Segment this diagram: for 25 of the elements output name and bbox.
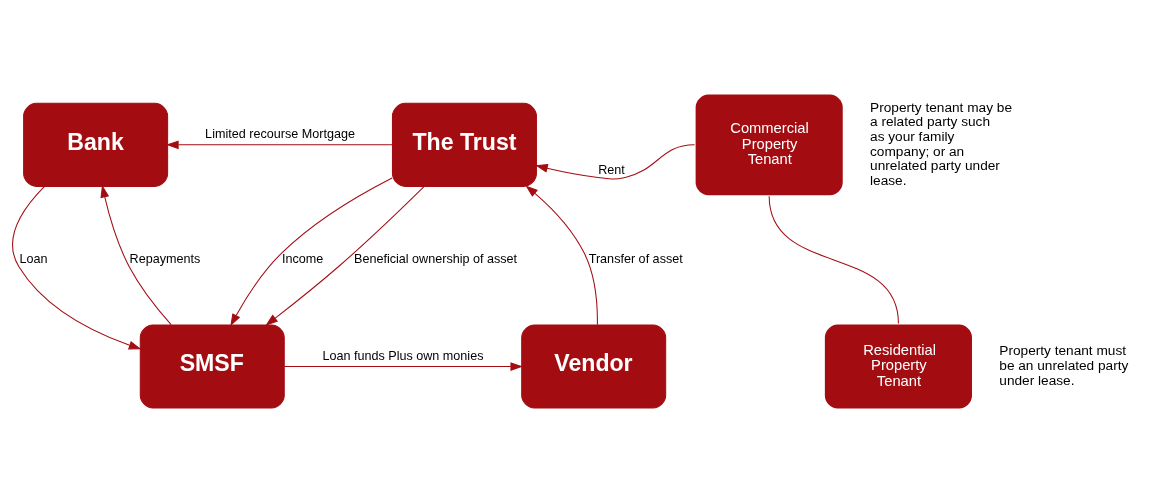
arrow (100, 184, 172, 325)
node-box: Vendor (521, 324, 667, 409)
arrow (525, 184, 598, 325)
arrow (283, 361, 524, 371)
arrow (535, 143, 696, 179)
edge-label: Income (281, 251, 324, 266)
edge-label: Loan (19, 251, 48, 266)
edge-label: Loan funds Plus own monies (322, 348, 484, 363)
node-box: The Trust (391, 102, 537, 187)
node-box: Bank (23, 102, 169, 187)
node-label: Property tenant may be a related party such as your family company; or an unrelated party under lease. (870, 99, 1013, 188)
edge-label: Transfer of asset (588, 251, 683, 266)
arrow (12, 185, 142, 349)
connector (768, 195, 899, 324)
edge-label: Rent (598, 162, 625, 177)
edge-label: Repayments (129, 251, 201, 266)
edge-label: Beneficial ownership of asset (353, 251, 518, 266)
node-label: Property tenant must be an unrelated party under lease. (999, 342, 1129, 388)
arrow (230, 176, 393, 326)
arrow (166, 139, 393, 149)
arrow (265, 185, 425, 326)
node-box: SMSF (139, 324, 285, 409)
node-box: Residential Property Tenant (824, 324, 972, 409)
edge-label: Limited recourse Mortgage (205, 126, 355, 141)
node-box: Commercial Property Tenant (695, 93, 843, 195)
